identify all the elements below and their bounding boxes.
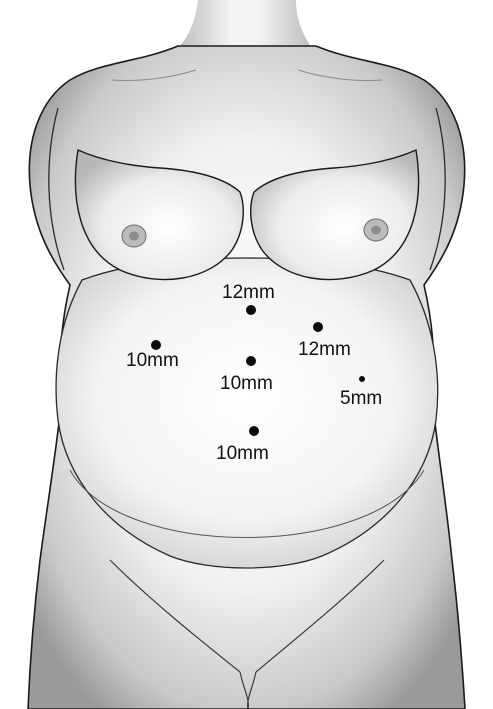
right-nipple [371,226,381,235]
port-dot-right-upper [313,322,323,332]
neck [178,0,312,48]
port-label-right-upper: 12mm [298,339,351,360]
port-label-right-lateral: 5mm [340,388,382,409]
port-label-lower-mid: 10mm [216,443,269,464]
port-label-center: 10mm [220,373,273,394]
port-dot-lower-mid [249,426,259,436]
port-dot-right-lateral [359,376,365,382]
port-label-upper-mid: 12mm [222,282,275,303]
port-dot-center [246,356,256,366]
port-dot-upper-mid [246,305,256,315]
port-dot-left [151,340,161,350]
left-nipple [129,232,139,241]
port-label-left: 10mm [126,350,179,371]
